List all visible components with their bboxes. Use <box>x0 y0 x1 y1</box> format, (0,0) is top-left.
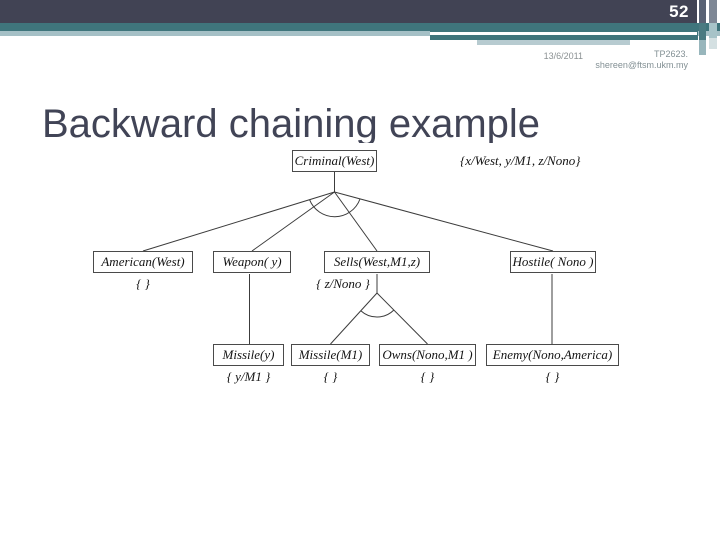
header-teal-band <box>0 23 720 31</box>
substitution-enemy: { } <box>545 369 560 384</box>
edge-criminal-american <box>142 191 335 252</box>
header-teal-overlay <box>430 23 698 40</box>
substitution-owns: { } <box>420 369 435 384</box>
node-missile-m1: Missile(M1) <box>291 344 370 366</box>
slide-title: Backward chaining example <box>42 103 541 143</box>
edge-stripe-teal-light <box>699 40 706 55</box>
node-hostile-nono: Hostile( Nono ) <box>510 251 596 273</box>
edge-criminal-hostile <box>334 191 554 252</box>
node-sells-west-m1-z: Sells(West,M1,z) <box>324 251 430 273</box>
course-contact-block: TP2623. shereen@ftsm.ukm.my <box>528 49 688 71</box>
slide-date: 13/6/2011 <box>543 51 583 61</box>
author-email: shereen@ftsm.ukm.my <box>595 60 688 70</box>
edge-criminal-weapon <box>251 191 335 252</box>
edge-sells-missile-m1 <box>330 292 378 345</box>
header-light-band <box>0 31 720 36</box>
substitution-american: { } <box>136 276 150 291</box>
root-substitution-set: {x/West, y/M1, z/Nono} <box>460 153 581 168</box>
backward-chaining-tree: Criminal(West) {x/West, y/M1, z/Nono} Am… <box>36 143 664 488</box>
slide-page-number: 52 <box>669 2 689 21</box>
node-enemy-nono-america: Enemy(Nono,America) <box>486 344 619 366</box>
header-white-line <box>430 32 697 35</box>
node-missile-y: Missile(y) <box>213 344 284 366</box>
substitution-missile-m1: { } <box>323 369 338 384</box>
substitution-missile-y: { y/M1 } <box>226 369 271 384</box>
edge-stripe2-lighter <box>709 38 717 49</box>
edge-stripe2-light <box>709 23 717 38</box>
header-dark-bar: 52 <box>0 0 697 23</box>
node-weapon-y: Weapon( y) <box>213 251 291 273</box>
edge-stripe-teal <box>699 23 706 40</box>
edge-sells-owns <box>376 292 428 345</box>
edge-criminal-sells <box>334 191 378 252</box>
tree-edges <box>142 172 554 345</box>
and-arc-criminal <box>309 198 361 218</box>
substitution-sells: { z/Nono } <box>316 276 370 291</box>
node-criminal-west: Criminal(West) <box>292 150 377 172</box>
slide-title-area: Backward chaining example <box>42 103 662 143</box>
edge-stripe2-dark <box>709 0 717 23</box>
node-american-west: American(West) <box>93 251 193 273</box>
header-light-overlay <box>477 40 630 45</box>
edge-stripe-dark <box>699 0 706 23</box>
node-owns-nono-m1: Owns(Nono,M1 ) <box>379 344 476 366</box>
and-arc-sells <box>360 309 395 318</box>
course-code: TP2623. <box>653 49 688 59</box>
